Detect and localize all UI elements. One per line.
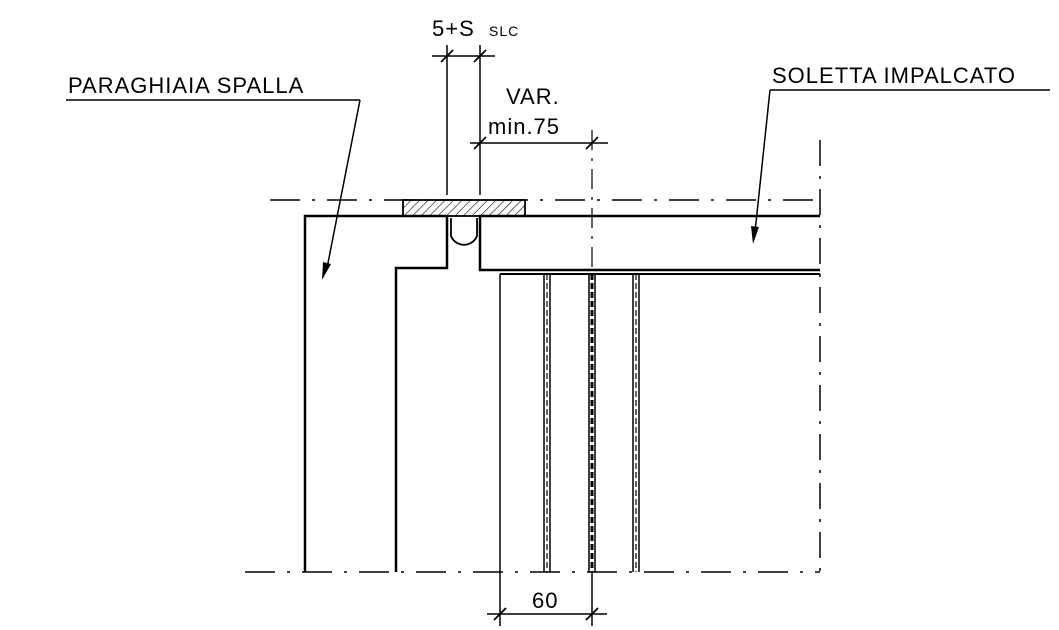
stiffener-center — [588, 274, 596, 572]
deck-slab-outline — [478, 214, 820, 272]
var-label-line2: min.75 — [488, 114, 560, 139]
callout-soletta-arrow — [751, 226, 759, 244]
joint-dim-main: 5+S — [432, 16, 475, 41]
callout-paraghiaia: PARAGHIAIA SPALLA — [66, 73, 361, 280]
callout-paraghiaia-label: PARAGHIAIA SPALLA — [68, 73, 304, 98]
var-dimension: VAR. min.75 — [470, 84, 608, 150]
callout-soletta-label: SOLETTA IMPALCATO — [772, 63, 1016, 88]
joint-gap-dimension: 5+S SLC — [432, 16, 519, 195]
bottom-dim-label: 60 — [532, 588, 558, 613]
var-label-line1: VAR. — [506, 84, 560, 109]
stiffener-right — [632, 274, 640, 572]
backwall-outline — [303, 214, 449, 572]
stiffener-left — [543, 274, 551, 572]
bottom-dimension: 60 — [487, 572, 607, 626]
callout-soletta: SOLETTA IMPALCATO — [751, 63, 1050, 244]
joint-seal — [450, 218, 478, 246]
joint-cover-plate — [402, 199, 526, 217]
callout-paraghiaia-arrow — [322, 262, 331, 280]
joint-dim-sub: SLC — [489, 23, 519, 39]
